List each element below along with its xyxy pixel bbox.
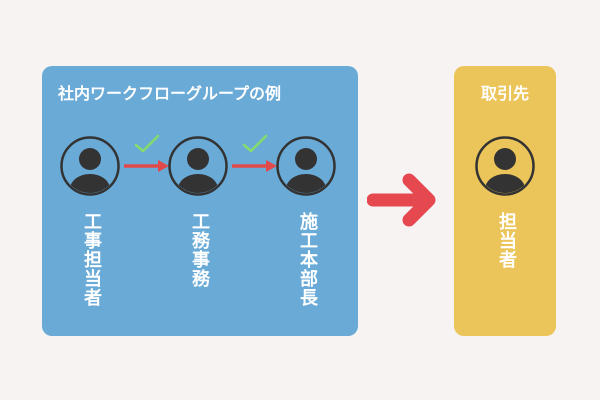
large-right-arrow-icon — [367, 173, 436, 227]
connector-arrow-2 — [232, 160, 277, 172]
external-partner-panel: 取引先 — [454, 66, 556, 336]
partner-avatar — [475, 136, 535, 196]
person-avatar-icon — [475, 136, 535, 196]
internal-panel-title: 社内ワークフローグループの例 — [58, 84, 282, 103]
checkmark-icon — [242, 134, 268, 153]
partner-role: 担当者 — [496, 212, 517, 269]
person-avatar-icon — [276, 136, 336, 196]
person-avatar-icon — [60, 136, 120, 196]
member-avatar-3 — [276, 136, 336, 196]
member-role-1: 工事担当者 — [81, 212, 102, 307]
internal-workflow-panel: 社内ワークフローグループの例 — [42, 66, 358, 336]
connector-arrow-1 — [124, 160, 169, 172]
person-avatar-icon — [168, 136, 228, 196]
external-panel-title: 取引先 — [480, 84, 529, 103]
checkmark-icon — [134, 134, 160, 153]
member-role-2: 工務事務 — [189, 212, 210, 288]
member-avatar-1 — [60, 136, 120, 196]
member-role-3: 施工本部長 — [297, 212, 318, 307]
member-avatar-2 — [168, 136, 228, 196]
